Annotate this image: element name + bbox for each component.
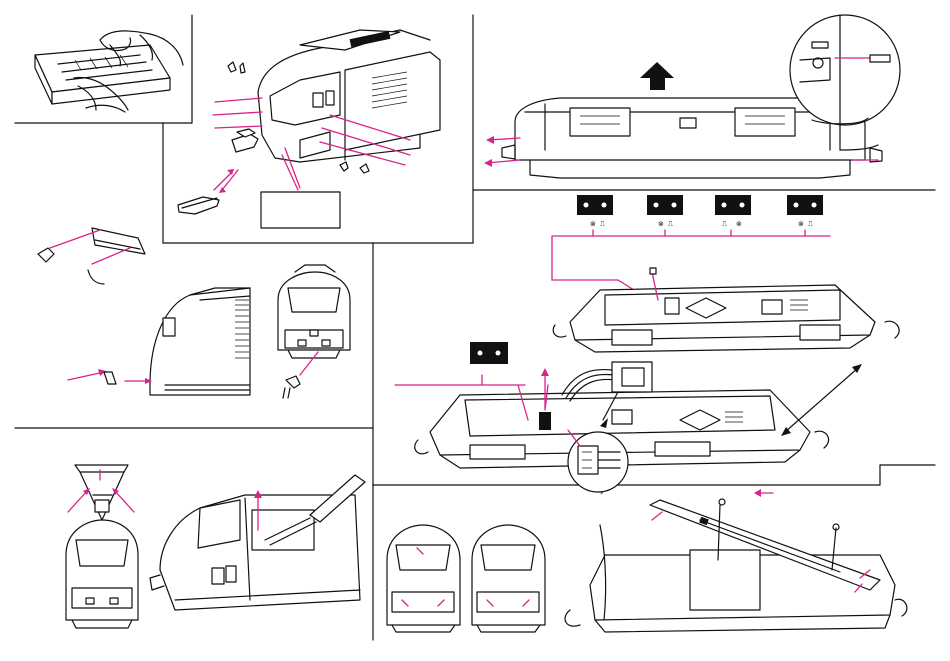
clip-icon [38, 248, 54, 262]
decoder-symbol: ⎍ [808, 220, 813, 228]
panel-lighting-board [387, 489, 907, 632]
left-arrow-icon [754, 489, 773, 497]
decoder-plug-icon: ⊗ ⎍ [647, 195, 683, 228]
double-arrow-icon [214, 169, 238, 193]
locomotive-front-icon [150, 288, 250, 395]
panel-loco-front-detail [178, 30, 440, 228]
detail-magnifier-icon: * [568, 430, 628, 498]
decoder-plug-icon: ⊗ ⎍ [577, 195, 613, 228]
locomotive-front-icon [472, 525, 545, 632]
decoder-plug-icon: ⊗ ⎍ [787, 195, 823, 228]
decoder-symbol: ⎍ [600, 220, 605, 228]
decoder-mark: ⊗ [658, 220, 664, 228]
decoder-plug-icon: ⊗ ⎍ [715, 195, 751, 228]
panel-body-removal [484, 15, 900, 178]
decoder-mark: ⊗ [590, 220, 596, 228]
decoder-mark: ⊗ [736, 220, 742, 228]
pink-bracket [395, 375, 525, 385]
wire-icon [88, 270, 104, 284]
locomotive-front-icon [387, 525, 460, 632]
blank-label-box [261, 192, 340, 228]
panel-loco-nose [68, 265, 350, 398]
panel-screwdriver-opening [150, 475, 365, 610]
locomotive-box-icon [35, 45, 170, 104]
decoder-plug-row: ⊗ ⎍ ⊗ ⎍ ⊗ ⎍ ⊗ ⎍ [577, 195, 823, 228]
decoder-symbol: ⎍ [668, 220, 673, 228]
decoder-symbol: ⎍ [722, 220, 727, 228]
up-arrow-icon [640, 62, 674, 90]
coupler-icon [178, 129, 258, 214]
panel-small-parts [38, 228, 145, 284]
panel-pantograph-front [66, 465, 138, 628]
locomotive-front-icon [66, 520, 138, 628]
locomotive-front-icon [278, 265, 350, 358]
pantograph-icon [75, 465, 128, 520]
pink-pointer-lines [68, 372, 104, 380]
decoder-plug-icon [470, 342, 508, 364]
panel-decoder-sockets: ⊗ ⎍ ⊗ ⎍ ⊗ ⎍ ⊗ ⎍ [395, 195, 899, 498]
clip-icon [286, 376, 300, 388]
panel-hand-packaging [35, 31, 183, 112]
double-arrow-icon [781, 364, 862, 436]
decoder-mark: ⊗ [798, 220, 804, 228]
locomotive-front-icon [258, 30, 440, 162]
pink-pointer-lines [300, 352, 318, 375]
asterisk-note: * [600, 490, 604, 498]
